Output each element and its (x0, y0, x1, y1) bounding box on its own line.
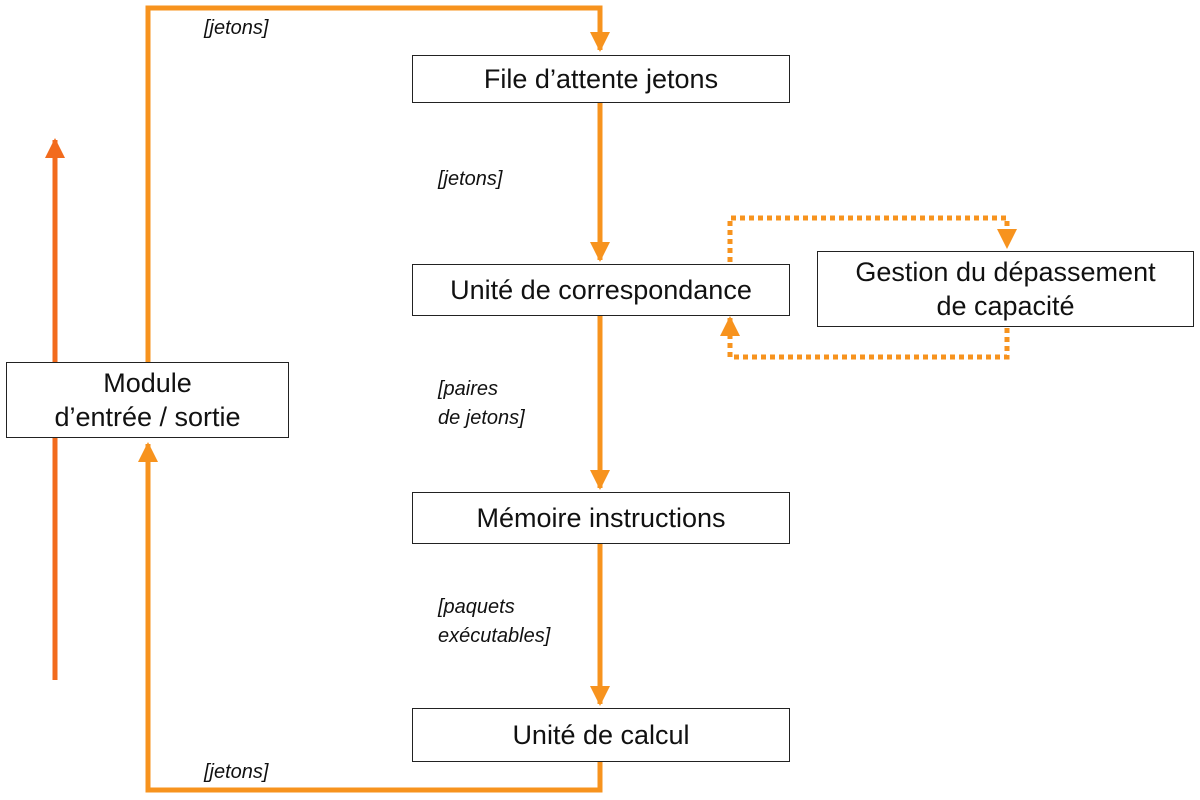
matching-unit-label: Unité de correspondance (450, 275, 752, 305)
io-module-label-line1: Module (103, 368, 192, 398)
label-executable-packets: [paquets exécutables] (438, 596, 551, 647)
overflow-management-box: Gestion du dépassement de capacité (817, 251, 1194, 327)
flow-module-to-queue (145, 5, 610, 362)
io-module-label-line2: d’entrée / sortie (54, 402, 241, 432)
instruction-memory-box: Mémoire instructions (412, 492, 790, 544)
compute-unit-label: Unité de calcul (512, 720, 690, 750)
compute-unit-box: Unité de calcul (412, 708, 790, 762)
overflow-return-dotted-arrow (720, 316, 1010, 360)
label-bottom-jetons: [jetons] (204, 761, 269, 783)
token-queue-label: File d’attente jetons (483, 64, 719, 94)
overflow-management-label-line2: de capacité (936, 291, 1075, 321)
io-module-box: Module d’entrée / sortie (6, 362, 289, 438)
label-token-pairs: [paires de jetons] (438, 378, 525, 429)
label-queue-to-matching: [jetons] (438, 168, 503, 190)
overflow-out-dotted-arrow (727, 215, 1017, 262)
token-queue-box: File d’attente jetons (412, 55, 790, 103)
flow-compute-to-module (138, 442, 603, 793)
matching-unit-box: Unité de correspondance (412, 264, 790, 316)
label-top-jetons: [jetons] (204, 17, 269, 39)
instruction-memory-label: Mémoire instructions (476, 503, 726, 533)
overflow-management-label-line1: Gestion du dépassement (855, 257, 1156, 287)
